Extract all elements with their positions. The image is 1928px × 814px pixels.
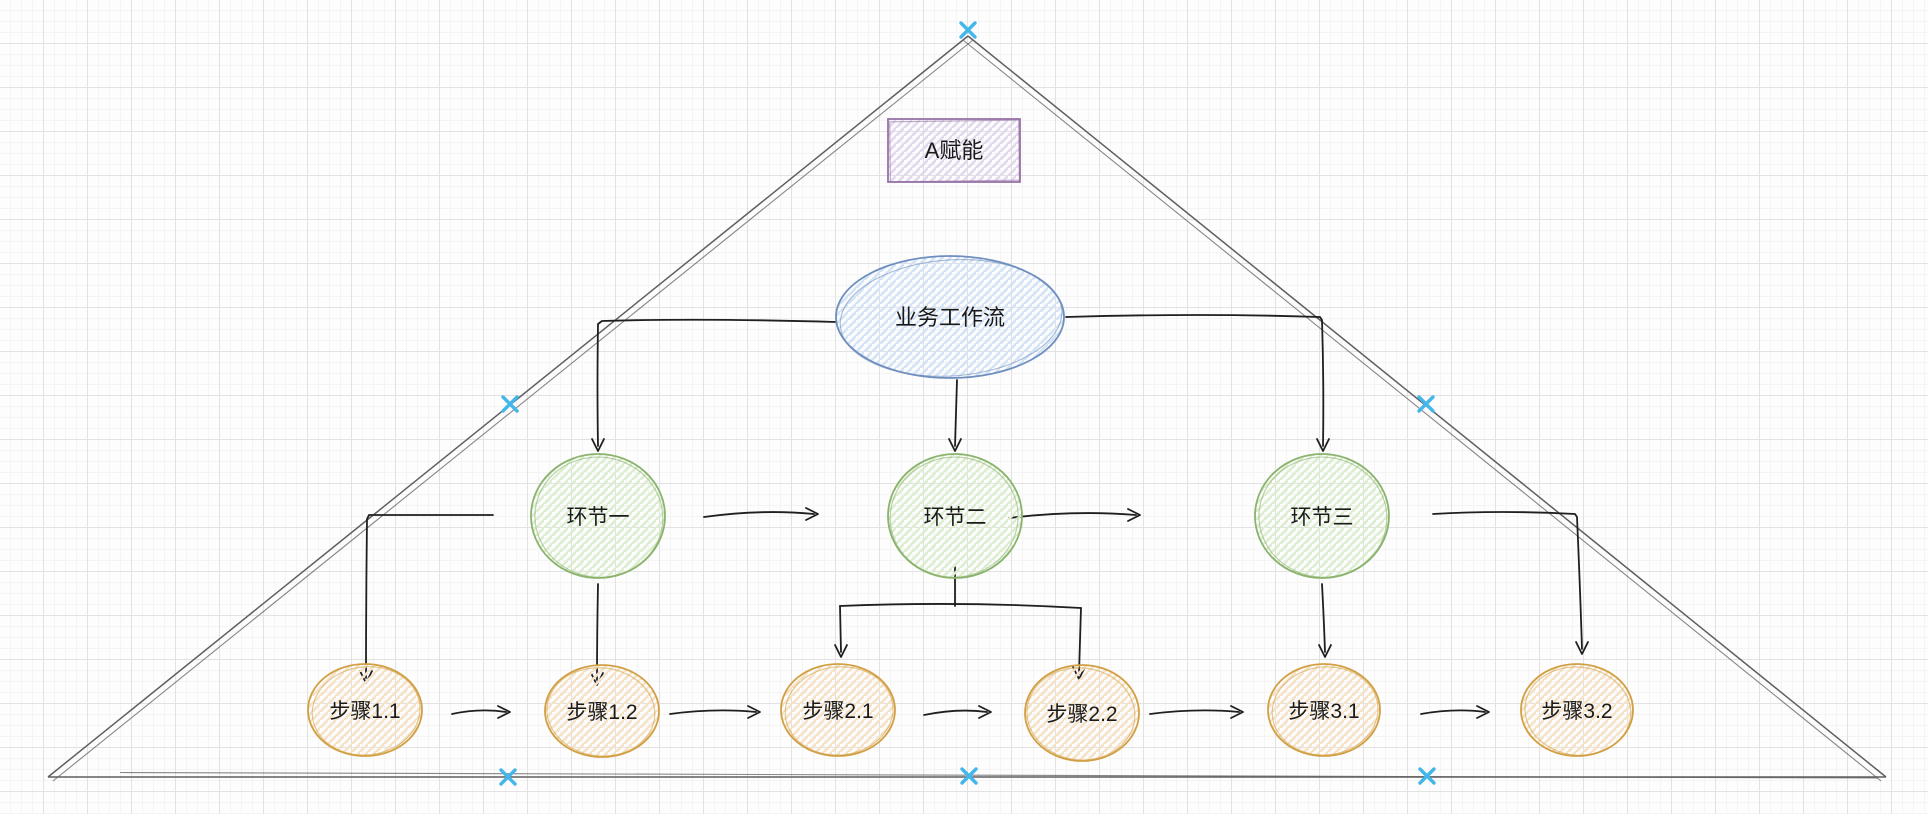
edge-step11-step12[interactable] xyxy=(451,705,511,719)
edge-workflow-stage3[interactable] xyxy=(1065,314,1330,452)
edge-step12-step21[interactable] xyxy=(669,705,761,719)
triangle-right-edge-sketch xyxy=(962,39,1882,782)
node-label-step31: 步骤3.1 xyxy=(1288,700,1359,723)
selection-handle-icon[interactable] xyxy=(1417,395,1435,413)
edge-stage2-steps[interactable] xyxy=(834,566,1086,680)
arrowhead-icon xyxy=(834,644,848,658)
arrowhead-icon xyxy=(497,705,511,719)
node-workflow[interactable]: 业务工作流 xyxy=(835,252,1066,383)
node-stage1[interactable]: 环节一 xyxy=(528,450,670,585)
node-label-step22: 步骤2.2 xyxy=(1046,703,1117,726)
arrowhead-icon xyxy=(1575,641,1589,655)
node-step31[interactable]: 步骤3.1 xyxy=(1267,662,1383,761)
edge-stage1-step11[interactable] xyxy=(359,514,494,684)
arrowhead-icon xyxy=(1230,705,1244,719)
arrowhead-icon xyxy=(1476,705,1490,719)
node-label-empower: A赋能 xyxy=(925,138,984,163)
edge-step22-step31[interactable] xyxy=(1149,705,1244,719)
node-stage3[interactable]: 环节三 xyxy=(1253,451,1393,584)
node-step21[interactable]: 步骤2.1 xyxy=(780,661,898,760)
node-stage2[interactable]: 环节二 xyxy=(884,451,1024,584)
node-label-step11: 步骤1.1 xyxy=(329,700,400,723)
node-ai-empower[interactable]: A赋能 xyxy=(887,118,1021,183)
node-label-step21: 步骤2.1 xyxy=(802,700,873,723)
edges xyxy=(359,314,1589,719)
edge-workflow-stage2[interactable] xyxy=(948,379,962,452)
node-step12[interactable]: 步骤1.2 xyxy=(543,662,660,761)
arrowhead-icon xyxy=(1127,508,1141,522)
node-step22[interactable]: 步骤2.2 xyxy=(1022,662,1140,765)
edge-stage2-stage3[interactable] xyxy=(1008,508,1141,522)
node-label-step32: 步骤3.2 xyxy=(1541,700,1612,723)
edge-stage1-stage2[interactable] xyxy=(703,507,819,521)
node-step11[interactable]: 步骤1.1 xyxy=(307,661,425,762)
arrowhead-icon xyxy=(591,438,605,452)
triangle-bottom-edge-sketch xyxy=(119,771,1879,779)
node-label-workflow: 业务工作流 xyxy=(895,305,1005,330)
arrowhead-icon xyxy=(805,507,819,521)
arrowhead-icon xyxy=(747,705,761,719)
selection-handle-icon[interactable] xyxy=(1418,767,1436,785)
selection-handles xyxy=(499,21,1436,786)
selection-handle-icon[interactable] xyxy=(501,395,519,413)
selection-handle-icon[interactable] xyxy=(959,21,977,39)
triangle-left-edge-sketch xyxy=(52,39,974,782)
edge-workflow-stage1[interactable] xyxy=(591,318,837,452)
node-label-stage2: 环节二 xyxy=(924,506,987,529)
edge-step31-step32[interactable] xyxy=(1420,705,1490,719)
arrowhead-icon xyxy=(948,438,962,452)
node-step32[interactable]: 步骤3.2 xyxy=(1520,661,1636,761)
edge-stage3-step32[interactable] xyxy=(1432,511,1589,655)
selection-handle-icon[interactable] xyxy=(499,768,517,786)
edge-stage3-step31[interactable] xyxy=(1318,583,1332,658)
edge-step21-step22[interactable] xyxy=(923,705,992,719)
selection-handle-icon[interactable] xyxy=(960,767,978,785)
arrowhead-icon xyxy=(1318,644,1332,658)
node-label-stage3: 环节三 xyxy=(1291,506,1354,529)
arrowhead-icon xyxy=(978,705,992,719)
node-label-stage1: 环节一 xyxy=(567,506,630,529)
node-label-step12: 步骤1.2 xyxy=(566,701,637,724)
arrowhead-icon xyxy=(1316,438,1330,452)
